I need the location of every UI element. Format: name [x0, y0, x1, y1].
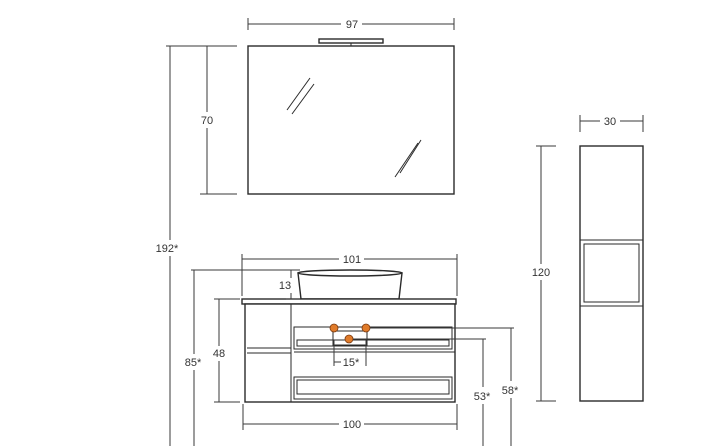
- drawer-bottom: [293, 376, 453, 400]
- cabinet-body: [244, 303, 456, 403]
- mirror: [247, 45, 455, 195]
- water-inlet-left: [329, 323, 339, 333]
- dim-tap-spacing: 15*: [333, 340, 367, 369]
- dim-column-height: 120: [532, 145, 556, 402]
- tap-spacing-box: [332, 330, 368, 346]
- cabinet-height-label: 48: [213, 348, 225, 360]
- column-body: [579, 145, 644, 402]
- drain-height-2-label: 58*: [502, 385, 519, 397]
- mirror-width-label: 97: [346, 19, 358, 31]
- dim-vanity-height: 85*: [185, 269, 296, 446]
- dim-drain-height-1: 53*: [353, 338, 491, 446]
- dim-column-width: 30: [579, 115, 644, 132]
- dim-mirror-width: 97: [247, 18, 455, 31]
- dim-top-width: 101: [241, 254, 458, 296]
- basin-rim: [297, 269, 403, 277]
- water-inlet-right: [361, 323, 371, 333]
- column-cabinet: [579, 145, 644, 402]
- dim-cabinet-width: 100: [242, 404, 458, 431]
- mirror-reflection-icon: [286, 77, 422, 178]
- dim-drain-height-2: 58*: [370, 327, 519, 446]
- cabinet-width-label: 100: [343, 419, 361, 431]
- column-width-label: 30: [604, 116, 616, 128]
- mirror-lamp: [318, 38, 384, 44]
- total-height-label: 192*: [156, 243, 179, 255]
- top-width-label: 101: [343, 254, 361, 266]
- dim-cabinet-height: 48: [213, 298, 240, 403]
- column-height-label: 120: [532, 267, 550, 279]
- dim-mirror-height: 70: [200, 45, 237, 195]
- tap-spacing-label: 15*: [343, 357, 360, 369]
- vanity-height-label: 85*: [185, 357, 202, 369]
- vanity-group: [241, 269, 457, 403]
- drawer-top: [293, 326, 453, 350]
- drain-height-1-label: 53*: [474, 391, 491, 403]
- drawer-top-handle: [296, 339, 450, 347]
- basin-height-label: 13: [279, 280, 291, 292]
- mirror-height-label: 70: [201, 115, 213, 127]
- mirror-group: [247, 38, 455, 195]
- dim-total-height: 192*: [156, 45, 237, 446]
- drawer-bottom-handle: [296, 379, 450, 395]
- column-open-shelf: [583, 243, 640, 303]
- drain-outlet: [344, 334, 354, 344]
- countertop: [241, 298, 457, 305]
- dim-basin-height: 13: [279, 269, 300, 300]
- basin: [297, 272, 403, 300]
